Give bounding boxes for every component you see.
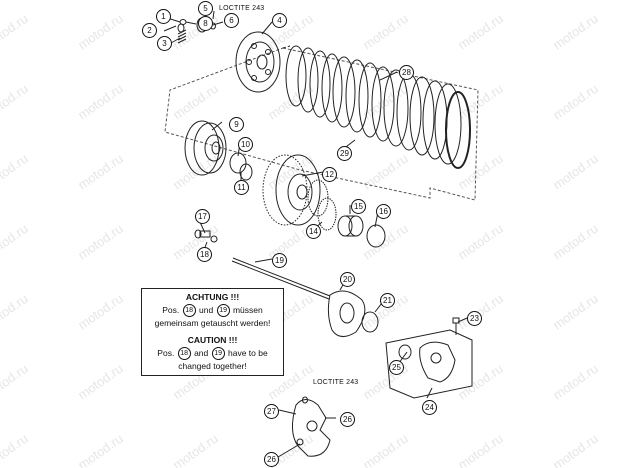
callout-1: 1: [156, 9, 171, 24]
screw-part-27: [302, 396, 308, 404]
washer-part-10: [229, 152, 247, 174]
callout-3: 3: [157, 36, 172, 51]
notice-en-title: CAUTION !!!: [187, 335, 238, 345]
ball-part-18: [210, 235, 218, 243]
pressure-piece-part-17: [194, 229, 211, 239]
o-ring-part-21: [361, 311, 379, 333]
notice-en-line1: Pos. 18 and 19 have to be: [142, 347, 283, 360]
callout-16: 16: [376, 204, 391, 219]
callout-4: 4: [272, 13, 287, 28]
callout-5: 5: [198, 1, 213, 16]
warning-notice-box: ACHTUNG !!! Pos. 18 und 19 müssen gemein…: [141, 288, 284, 376]
clutch-plate-stack-part-28: [285, 45, 471, 169]
needle-bearing-part-15: [337, 215, 364, 237]
notice-en-line2: changed together!: [178, 361, 247, 371]
push-rod-part-19: [231, 257, 331, 300]
callout-27: 27: [264, 404, 279, 419]
piston-part-25: [398, 344, 412, 360]
callout-9: 9: [229, 117, 244, 132]
slave-cylinder-frame: [385, 329, 473, 399]
callout-28: 28: [399, 65, 414, 80]
circlip-part-11: [239, 163, 253, 181]
notice-de-line1: Pos. 18 und 19 müssen: [142, 304, 283, 317]
callout-23: 23: [467, 311, 482, 326]
callout-11: 11: [234, 180, 249, 195]
gasket-part-20: [327, 290, 366, 337]
callout-10: 10: [238, 137, 253, 152]
gasket-part-20-hole: [339, 302, 355, 324]
pressure-plate-outline: [282, 45, 291, 49]
callout-2: 2: [142, 23, 157, 38]
callout-24: 24: [422, 400, 437, 415]
spring-part-3: [177, 29, 187, 44]
callout-17: 17: [195, 209, 210, 224]
loctite-label-bottom: LOCTITE 243: [313, 379, 359, 386]
inner-clutch-hub-part-9: [184, 120, 227, 176]
callout-12: 12: [322, 167, 337, 182]
notice-ref-18-en: 18: [177, 347, 191, 360]
notice-ref-19-en: 19: [211, 347, 225, 360]
callout-18: 18: [197, 247, 212, 262]
callout-21: 21: [380, 293, 395, 308]
callout-19: 19: [272, 253, 287, 268]
callout-25: 25: [389, 360, 404, 375]
callout-26-right: 26: [340, 412, 355, 427]
callout-6: 6: [224, 13, 239, 28]
pressure-plate-part-4: [235, 31, 281, 93]
notice-de-title: ACHTUNG !!!: [185, 292, 240, 302]
callout-29: 29: [337, 146, 352, 161]
assembly-outline: [164, 47, 479, 201]
clutch-basket-part-12: [262, 154, 329, 226]
notice-ref-19: 19: [216, 304, 230, 317]
thrust-washer-part-16: [366, 224, 386, 248]
notice-de-line2: gemeinsam getauscht werden!: [154, 318, 271, 328]
clutch-cover-part-26: [292, 399, 331, 457]
gear-part-14: [317, 197, 337, 231]
slave-cylinder-part-24: [419, 341, 456, 383]
callout-26-bottom: 26: [264, 452, 279, 467]
callout-20: 20: [340, 272, 355, 287]
callout-14: 14: [306, 224, 321, 239]
washer-part-2: [177, 23, 185, 33]
callout-8: 8: [198, 16, 213, 31]
notice-ref-18: 18: [182, 304, 196, 317]
loctite-label-top: LOCTITE 243: [219, 5, 265, 12]
callout-15: 15: [351, 199, 366, 214]
